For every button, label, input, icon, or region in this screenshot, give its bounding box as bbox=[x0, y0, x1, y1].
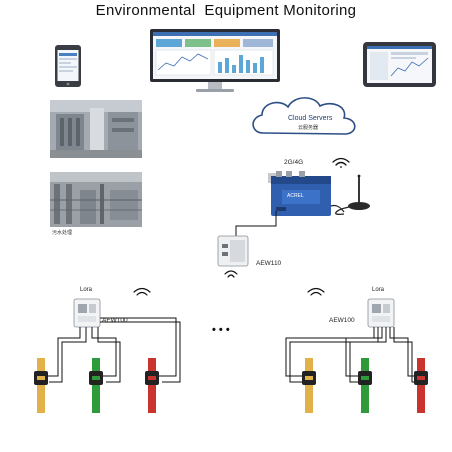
collector-device-icon bbox=[217, 235, 249, 267]
phone-icon bbox=[55, 45, 81, 87]
conductor-bar bbox=[305, 358, 313, 413]
cloud-icon bbox=[252, 97, 356, 135]
conductor-bar bbox=[92, 358, 100, 413]
tablet-icon bbox=[363, 42, 436, 87]
collector-label: AEW110 bbox=[256, 260, 282, 267]
monitor-icon bbox=[150, 29, 280, 92]
conductor-bar-band bbox=[37, 376, 45, 380]
wastewater-plant-photo bbox=[50, 172, 142, 227]
meter-right-label: AEW100 bbox=[329, 317, 355, 324]
conductor-bar bbox=[148, 358, 156, 413]
sensor-wiring-left bbox=[44, 317, 181, 383]
diagram-title: Environmental Equipment Monitoring bbox=[95, 2, 357, 19]
gateway-link bbox=[235, 211, 277, 243]
conductor-bar bbox=[417, 358, 425, 413]
sensor-bars bbox=[34, 358, 428, 413]
conductor-bar-band bbox=[92, 376, 100, 380]
conductor-bar-band bbox=[305, 376, 313, 380]
conductor-bar bbox=[37, 358, 45, 413]
cloud-label: Cloud Servers bbox=[288, 115, 333, 122]
network-label: 2G/4G bbox=[284, 159, 304, 166]
wifi-icon bbox=[224, 270, 238, 278]
gateway-brand: ACREL bbox=[287, 193, 304, 199]
wifi-icon bbox=[133, 287, 151, 296]
photo-caption: 污水处理 bbox=[52, 230, 73, 236]
conductor-bar bbox=[361, 358, 369, 413]
meter-device-icon bbox=[73, 298, 101, 328]
wifi-icon bbox=[307, 287, 325, 296]
conductor-bar-band bbox=[361, 376, 369, 380]
meter-right-radio: Lora bbox=[372, 287, 385, 293]
wifi-icon bbox=[332, 157, 350, 168]
meter-device-icon bbox=[367, 298, 395, 328]
meter-left-radio: Lora bbox=[80, 287, 93, 293]
gateway-device-icon bbox=[268, 171, 331, 216]
conductor-bar-band bbox=[148, 376, 156, 380]
conductor-bar-band bbox=[417, 376, 425, 380]
industrial-plant-photo bbox=[50, 100, 142, 158]
meter-left-label: AEW100 bbox=[102, 317, 128, 324]
antenna-icon bbox=[330, 174, 370, 216]
more-devices-ellipsis: • • • bbox=[212, 324, 230, 336]
cloud-sublabel: 云服务器 bbox=[298, 125, 319, 131]
